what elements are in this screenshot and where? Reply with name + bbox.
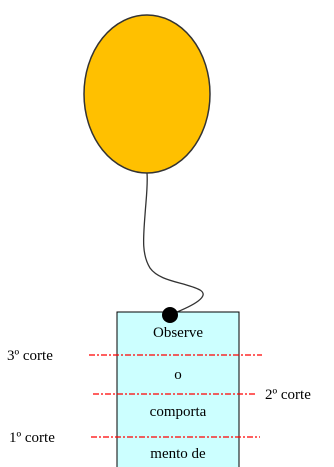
balloon-string [144,173,204,314]
third-cut-label: 3º corte [7,348,53,364]
card-line-3: comporta [150,404,207,420]
string-knot [162,307,178,323]
first-cut-label: 1º corte [9,430,55,446]
card-line-1: Observe [153,325,203,341]
balloon [84,15,210,173]
card-line-4: mento de [150,446,206,462]
card-line-2: o [174,367,182,383]
second-cut-label: 2º corte [265,387,311,403]
